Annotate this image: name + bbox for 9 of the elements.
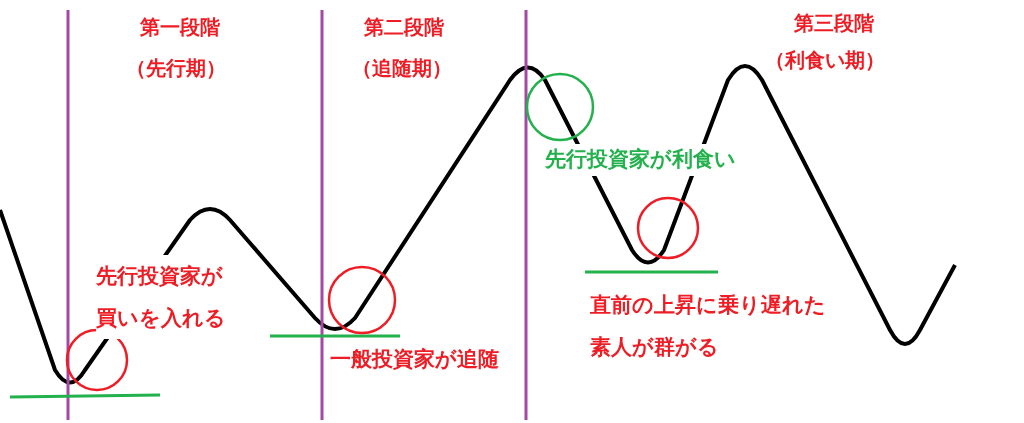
annotation-text: 第三段階 bbox=[794, 10, 874, 37]
annotation-text: 直前の上昇に乗り遅れた素人が群がる bbox=[590, 292, 827, 361]
annotation-text: （利食い期） bbox=[765, 47, 885, 74]
annotation-text: 一般投資家が追随 bbox=[330, 346, 499, 373]
annotation-text: （先行期） bbox=[126, 55, 226, 82]
annotation-text: （追随期） bbox=[352, 55, 452, 82]
annotation-text: 先行投資家が利食い bbox=[545, 144, 736, 176]
annotation-text: 第一段階 bbox=[140, 14, 220, 41]
annotation-text: 第二段階 bbox=[364, 14, 444, 41]
